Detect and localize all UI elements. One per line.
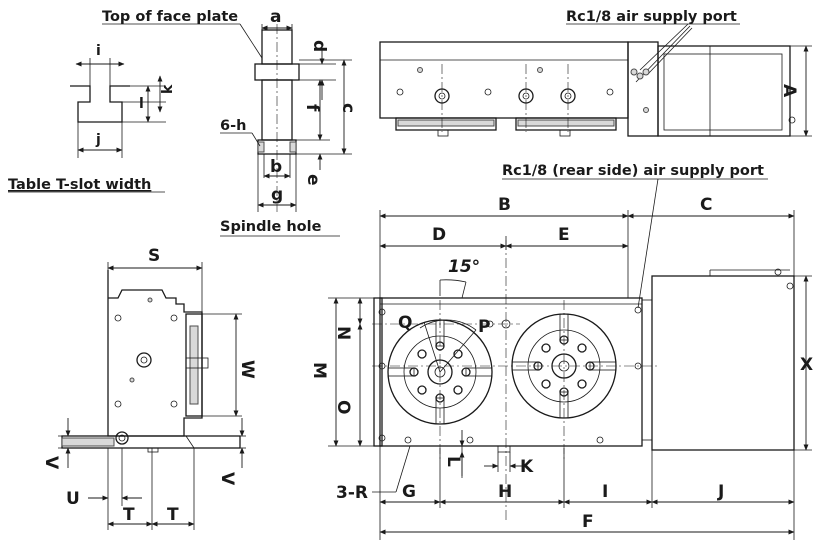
tslot-detail: i j k l Table T-slot width [8, 43, 176, 193]
top-of-face-plate-label: Top of face plate [102, 9, 238, 25]
bolt-holes-left [409, 341, 471, 403]
dim-3R-label: 3-R [336, 483, 368, 503]
dim-B-label: B [498, 195, 511, 215]
dim-L-label: L [443, 456, 463, 467]
dim-V2-label: V [217, 472, 237, 486]
dim-A-label: A [779, 84, 799, 98]
dim-g-label: g [271, 185, 283, 205]
dim-C-label: C [700, 195, 712, 215]
plan-view: Rc1/8 (rear side) air supply port [309, 163, 813, 540]
dim-j-label: j [95, 132, 101, 148]
dim-O-label: O [333, 400, 353, 414]
dim-f-label: f [302, 104, 322, 112]
dim-S-label: S [148, 246, 160, 266]
dim-P-label: P [478, 317, 490, 337]
dim-l-label: l [139, 96, 144, 112]
dim-J-label: J [717, 482, 724, 502]
dim-V1-label: V [41, 456, 61, 470]
top-view: Rc1/8 air supply port [379, 9, 812, 137]
dim-I-label: I [602, 482, 608, 502]
table-tslot-width-caption: Table T-slot width [8, 177, 151, 193]
air-port-top-label: Rc1/8 air supply port [566, 9, 737, 25]
dim-M-label: M [309, 362, 329, 379]
dim-e-label: e [303, 174, 323, 186]
dim-b-label: b [270, 157, 282, 177]
dim-G-label: G [402, 482, 416, 502]
side-view: S W V V U T T [41, 246, 257, 530]
dim-T1-label: T [123, 505, 135, 525]
dim-N-label: N [333, 326, 353, 340]
dim-6h-label: 6-h [220, 118, 246, 134]
dim-a-label: a [270, 7, 281, 27]
dim-d-label: d [309, 40, 329, 52]
dim-W-label: W [237, 360, 257, 379]
dim-U-label: U [66, 489, 80, 509]
spindle-hole-caption: Spindle hole [220, 219, 322, 235]
dim-K-label: K [520, 457, 534, 477]
dim-c-label: c [338, 103, 358, 113]
spindle-detail: Top of face plate a d c f e 6-h [102, 7, 358, 237]
dim-E-label: E [558, 225, 570, 245]
air-port-rear-label: Rc1/8 (rear side) air supply port [502, 163, 764, 179]
dim-H-label: H [498, 482, 512, 502]
dim-T2-label: T [167, 505, 179, 525]
dim-angle-label: 15° [448, 257, 480, 277]
dim-Q-label: Q [398, 313, 412, 333]
dim-k-label: k [160, 84, 176, 94]
dim-X-label: X [800, 355, 813, 375]
dim-F-label: F [582, 512, 594, 532]
dim-i-label: i [96, 43, 101, 59]
dim-D-label: D [432, 225, 446, 245]
